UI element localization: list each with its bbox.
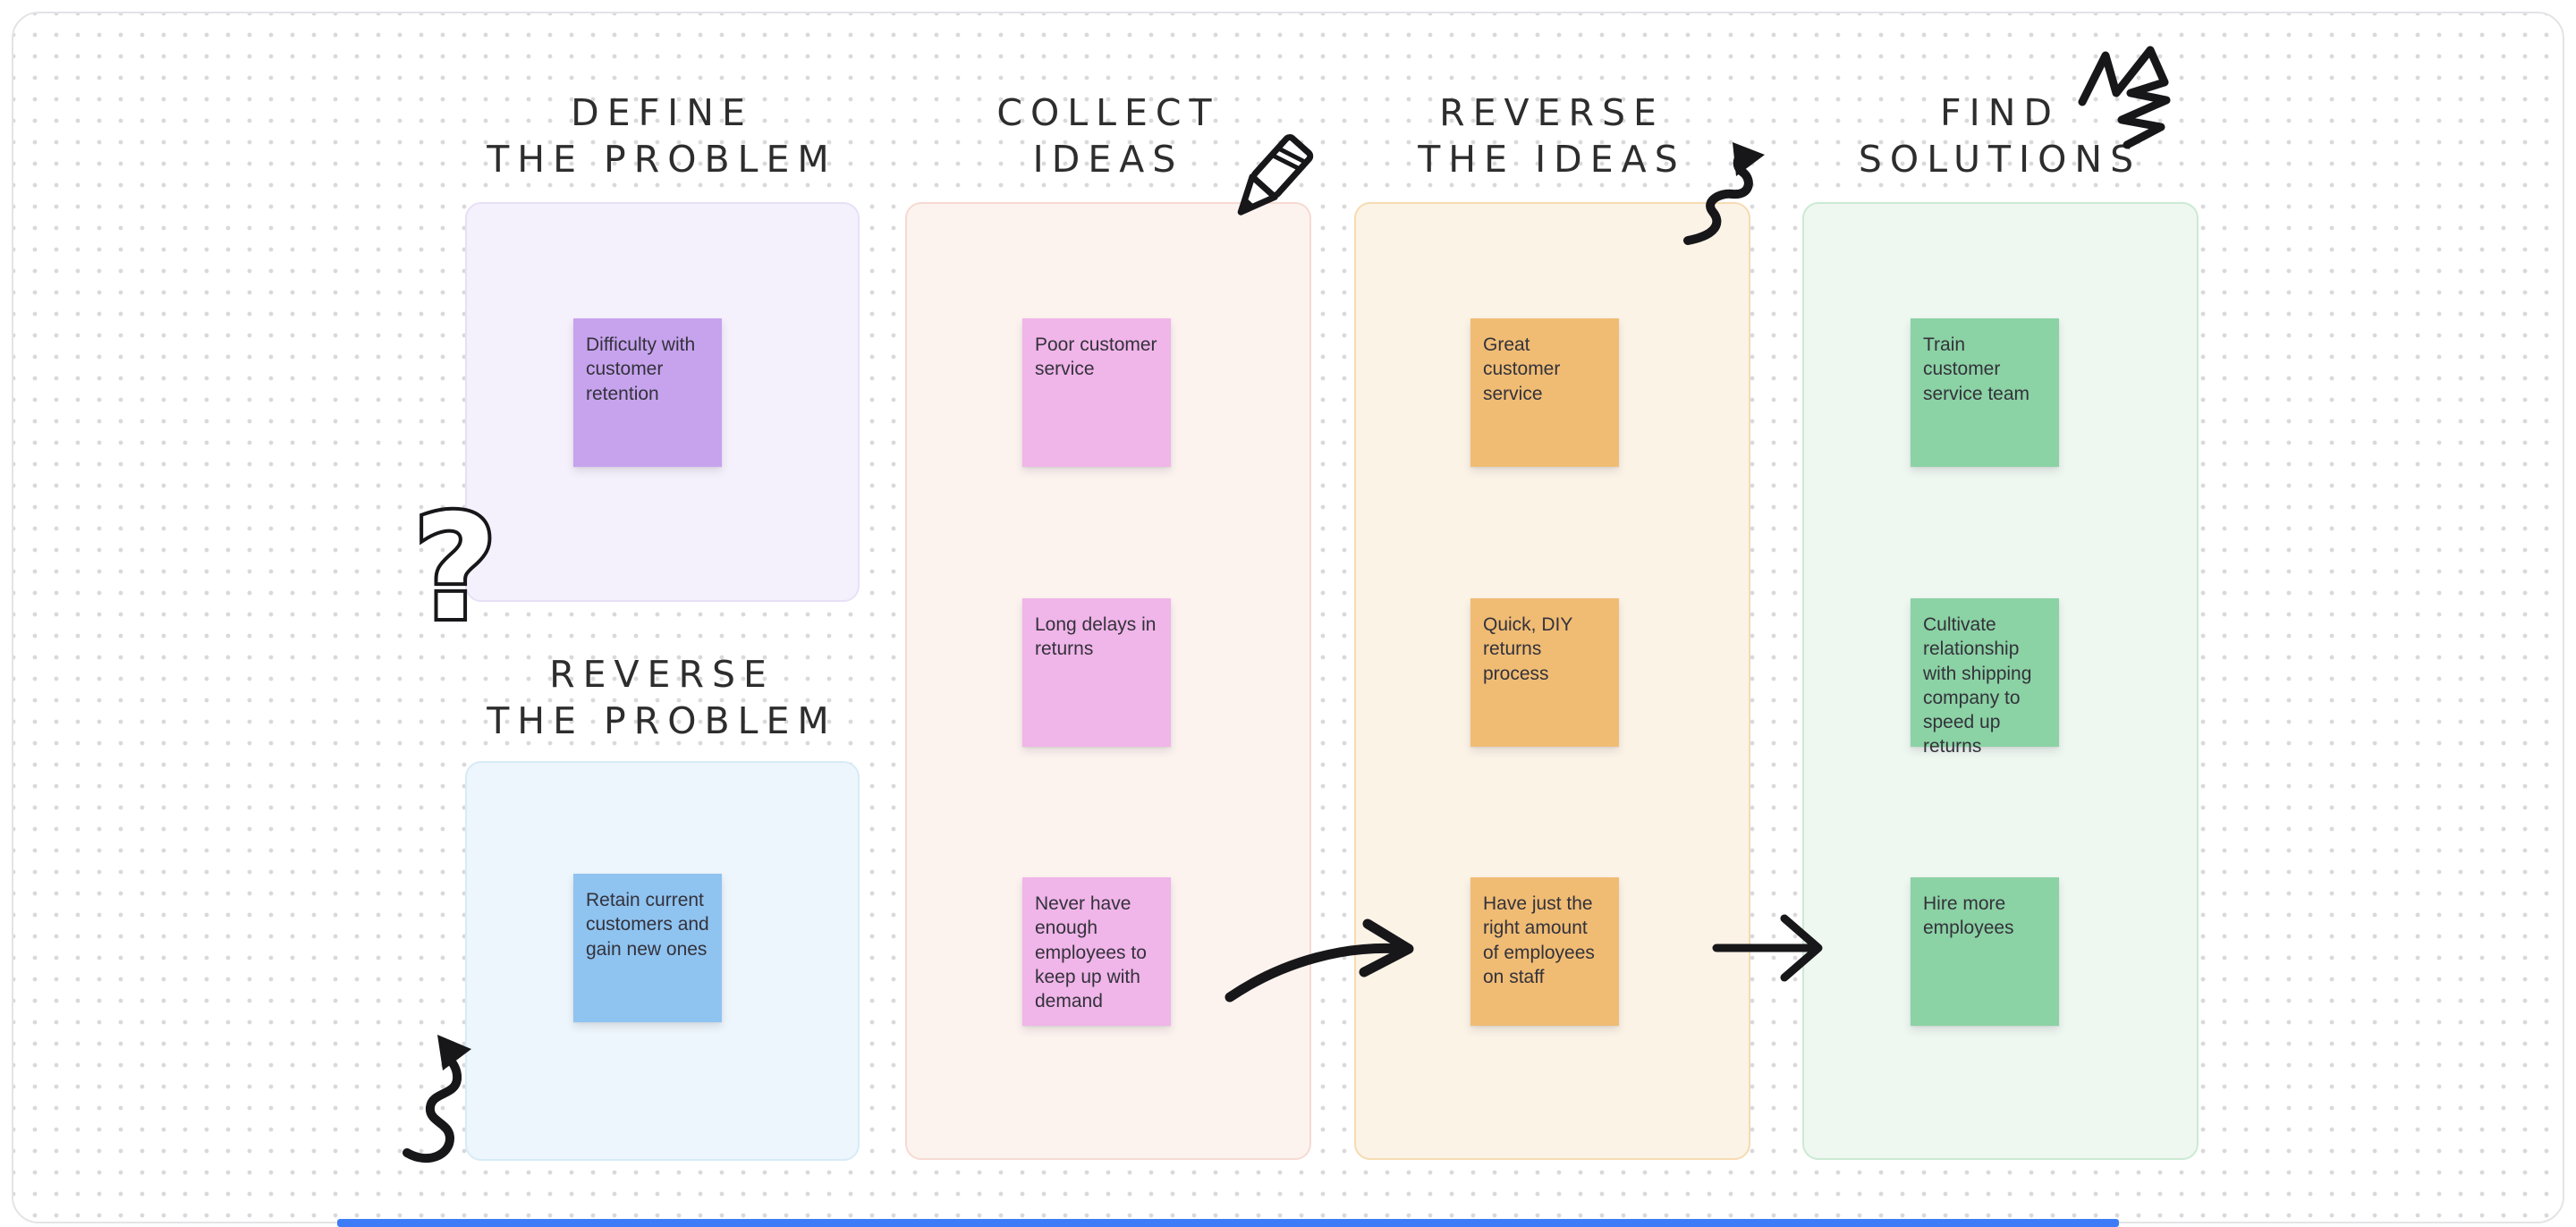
straight-arrow-icon[interactable] [1711,910,1841,986]
title-line: SOLUTIONS [1858,137,2142,181]
sticky-note[interactable]: Long delays in returns [1022,598,1171,747]
title-line: THE PROBLEM [487,698,837,742]
curved-arrow-icon[interactable] [1223,913,1433,1004]
sticky-note[interactable]: Cultivate relationship with shipping com… [1911,598,2059,757]
board-canvas[interactable]: DEFINE THE PROBLEM REVERSE THE PROBLEM C… [12,12,2564,1223]
sticky-note[interactable]: Never have enough employees to keep up w… [1022,877,1171,1026]
zigzag-scribble-icon[interactable] [2075,43,2200,154]
title-line: THE PROBLEM [487,137,837,181]
section-title-collect-ideas[interactable]: COLLECT IDEAS [876,90,1341,182]
title-line: REVERSE [1439,91,1665,134]
title-line: IDEAS [1032,137,1184,181]
sticky-note[interactable]: Great customer service [1470,318,1619,467]
sticky-note[interactable]: Have just the right amount of employees … [1470,877,1619,1026]
section-title-define-the-problem[interactable]: DEFINE THE PROBLEM [429,90,894,182]
title-line: DEFINE [571,91,753,134]
sticky-note[interactable]: Retain current customers and gain new on… [573,874,722,1022]
title-line: FIND [1940,91,2060,134]
sticky-note[interactable]: Train customer service team [1911,318,2059,467]
title-line: THE IDEAS [1418,137,1686,181]
pencil-icon[interactable] [1219,126,1318,241]
sticky-note[interactable]: Quick, DIY returns process [1470,598,1619,747]
section-title-find-solutions[interactable]: FIND SOLUTIONS [1767,90,2233,182]
sticky-note[interactable]: Hire more employees [1911,877,2059,1026]
wavy-arrow-icon[interactable] [1675,135,1778,246]
section-title-reverse-the-ideas[interactable]: REVERSE THE IDEAS [1319,90,1784,182]
title-line: REVERSE [549,653,775,696]
sticky-note[interactable]: Difficulty with customer retention [573,318,722,467]
squiggle-arrow-icon[interactable] [398,1022,510,1165]
bottom-accent-bar [337,1219,2119,1227]
title-line: COLLECT [996,91,1220,134]
section-title-reverse-the-problem[interactable]: REVERSE THE PROBLEM [429,652,894,744]
sticky-note[interactable]: Poor customer service [1022,318,1171,467]
question-mark-glyph: ? [413,495,497,653]
question-mark-icon[interactable]: ? [405,495,508,654]
